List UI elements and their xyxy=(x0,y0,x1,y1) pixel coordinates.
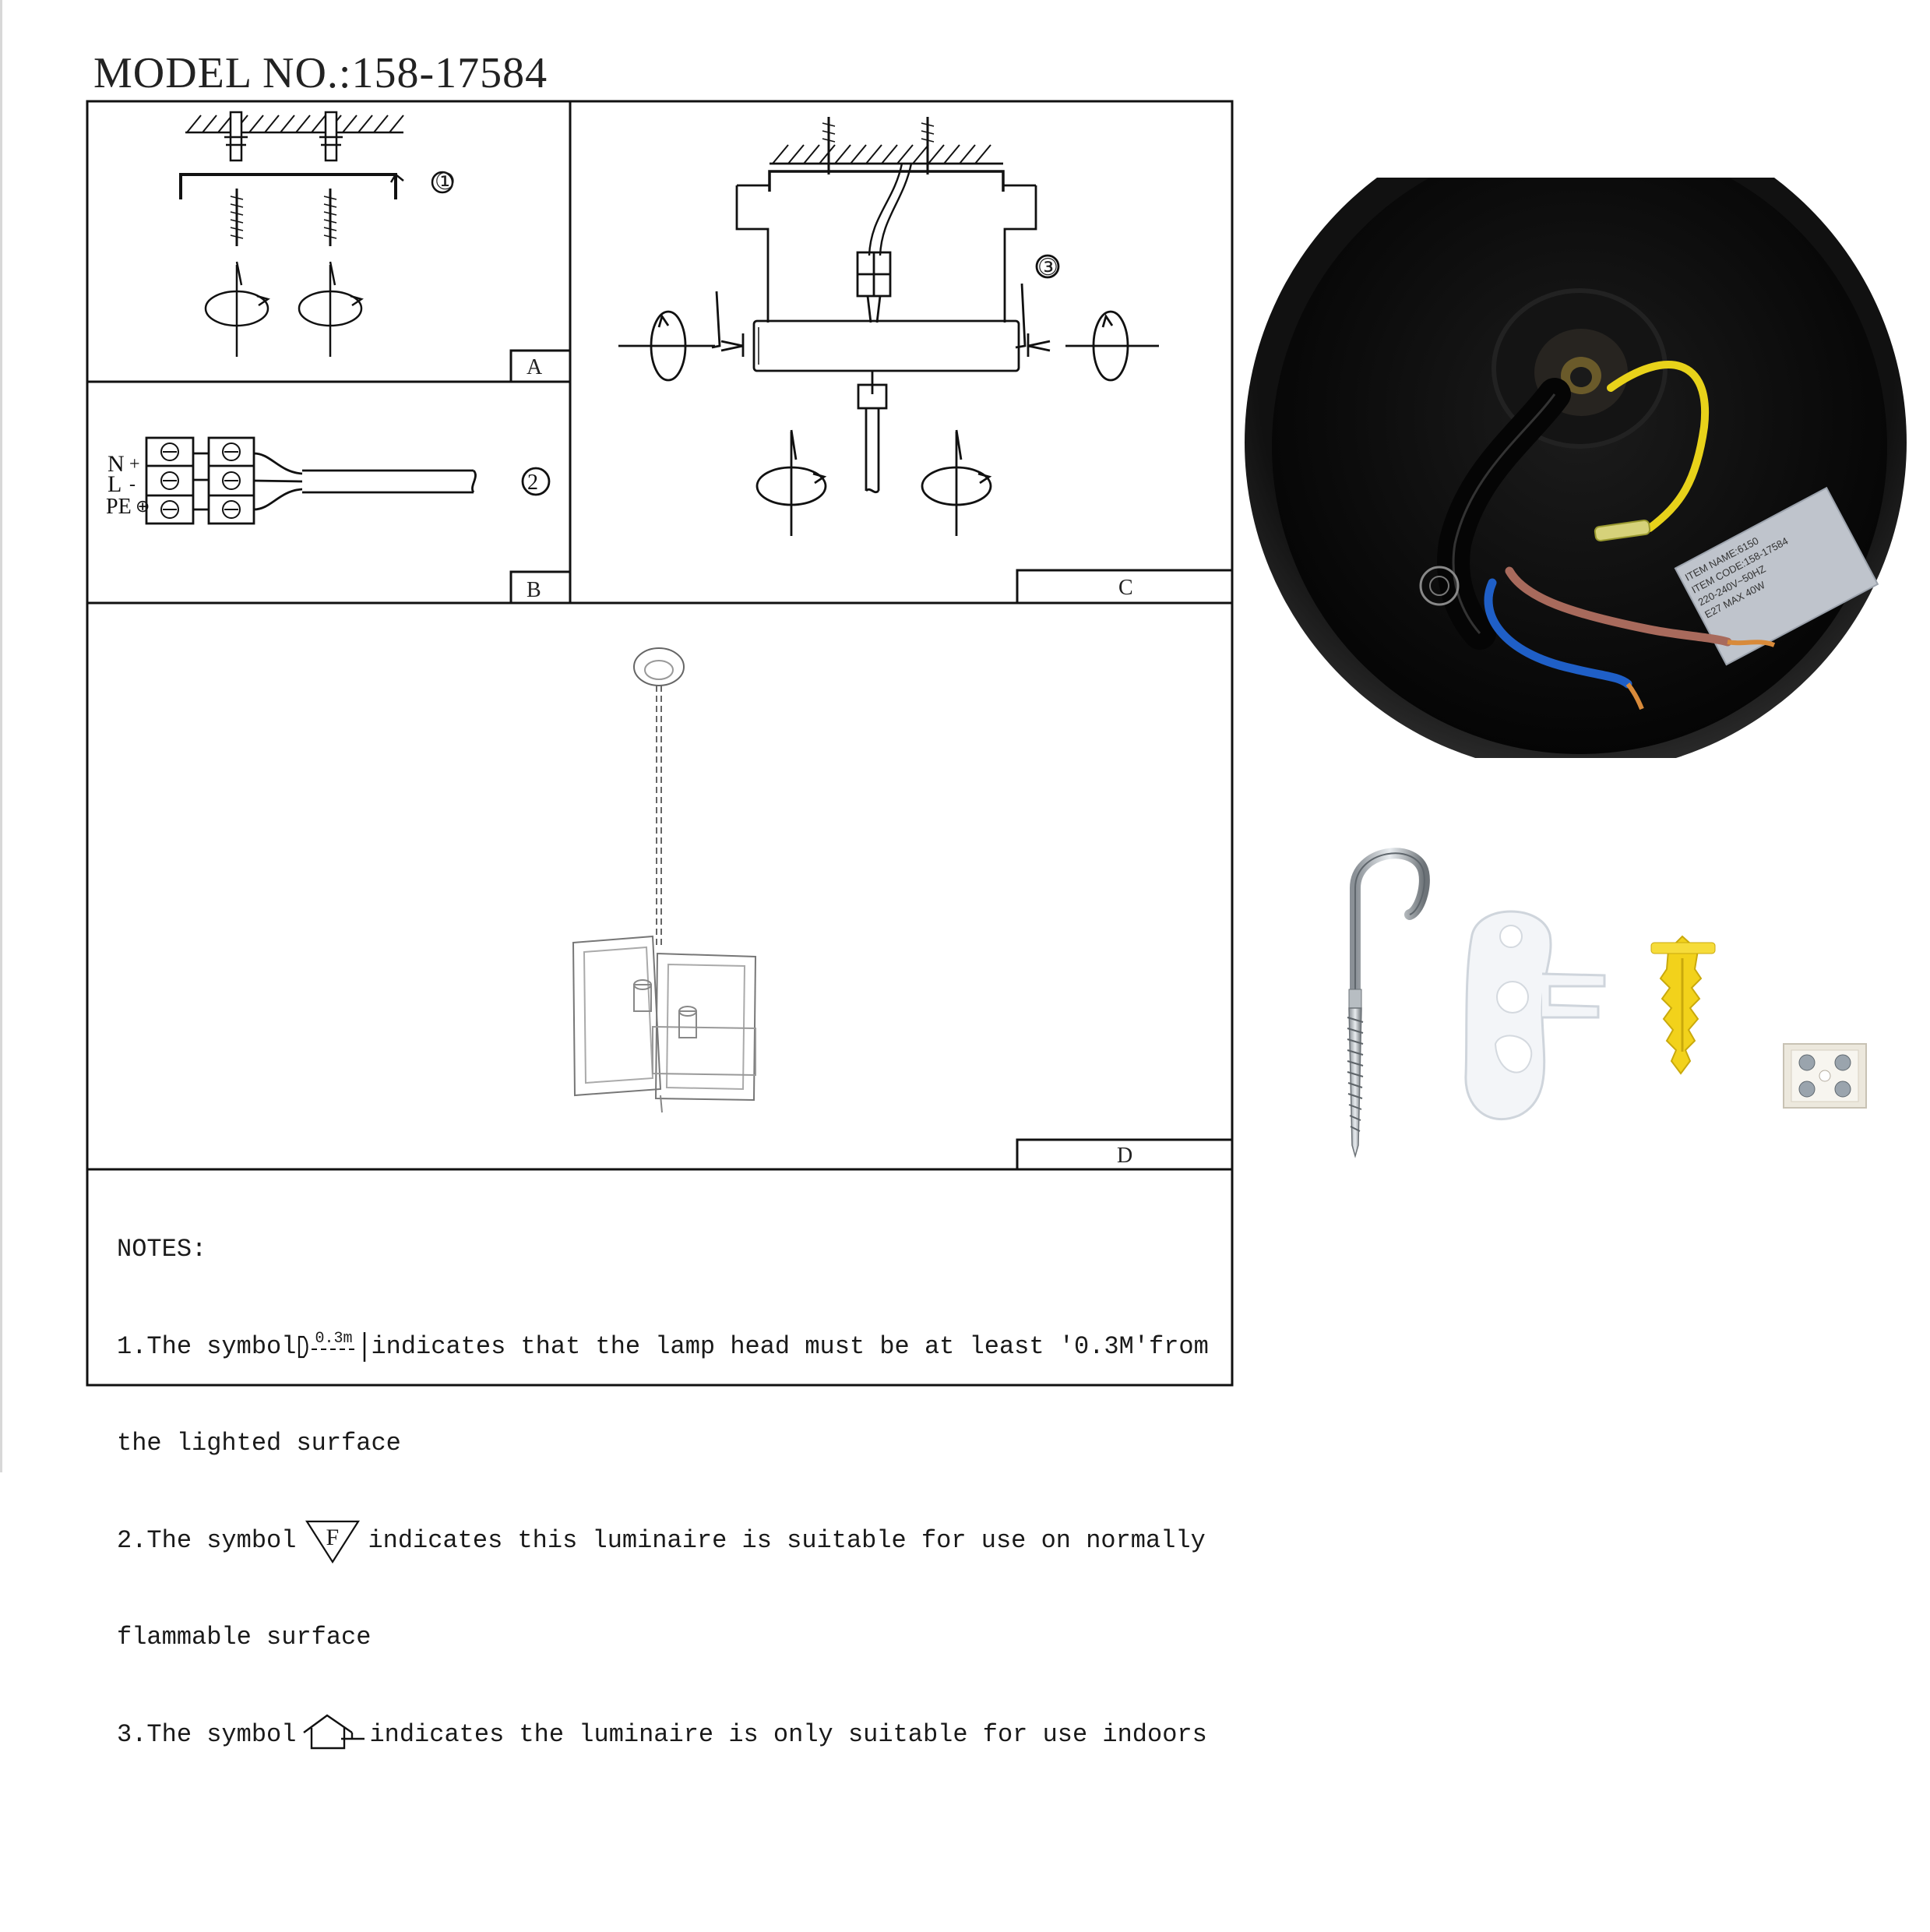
label-box-c xyxy=(1016,569,1234,605)
notes-section: NOTES: 1.The symbol 0.3m indicates that th… xyxy=(117,1169,1223,1783)
page-edge xyxy=(0,0,2,1472)
model-number-title: MODEL NO.:158-17584 xyxy=(93,48,548,98)
terminal-pe: PE xyxy=(106,495,132,519)
note-3-suffix: indicates the luminaire is only suitable… xyxy=(369,1719,1207,1749)
lamp-shade-interior-photo: ITEM NAME:6150 ITEM CODE:158-17584 220-2… xyxy=(1245,178,1907,758)
terminal-l-sign: - xyxy=(129,474,136,495)
terminal-l: L xyxy=(107,471,122,497)
wire-blue xyxy=(1484,578,1632,689)
panel-a-label: A xyxy=(527,355,543,379)
hardware-parts-photo xyxy=(1347,848,1867,1158)
indoor-use-house-icon xyxy=(296,1714,369,1750)
note-2-line2: flammable surface xyxy=(117,1623,372,1652)
model-label: MODEL NO. xyxy=(93,49,339,97)
label-box-b xyxy=(509,570,572,605)
note-3: 3.The symbol indicates the luminaire is o… xyxy=(117,1714,1223,1751)
wire-yellow xyxy=(1607,361,1710,532)
panel-c-step: ③ xyxy=(1037,255,1058,280)
diagram-outer-border xyxy=(86,100,1234,1387)
terminal-block xyxy=(1783,1043,1867,1109)
note-1: 1.The symbol 0.3m indicates that the lamp … xyxy=(117,1330,1223,1363)
panel-b-drawing xyxy=(145,436,551,525)
step-2-number: 2 xyxy=(527,471,538,495)
note-1-prefix: 1.The symbol xyxy=(117,1331,297,1361)
flammable-symbol-text: F xyxy=(326,1524,340,1550)
label-box-a xyxy=(509,349,572,383)
panel-c-drawing xyxy=(618,117,1159,536)
instruction-diagram: N + L - PE ⊕ 2 xyxy=(86,100,1234,1387)
flammable-surface-symbol-icon: F xyxy=(296,1520,368,1564)
panel-c-label: C xyxy=(1118,576,1133,600)
terminal-pe-sign: ⊕ xyxy=(136,496,150,516)
note-1-suffix: indicates that the lamp head must be at … xyxy=(371,1331,1209,1361)
model-number: :158-17584 xyxy=(338,49,548,97)
note-2-prefix: 2.The symbol xyxy=(117,1525,297,1555)
note-2-suffix: indicates this luminaire is suitable for… xyxy=(368,1525,1206,1555)
hook-screw xyxy=(1347,848,1430,1158)
terminal-n-sign: + xyxy=(129,454,140,474)
label-box-d xyxy=(1016,1138,1234,1171)
plastic-spacer xyxy=(1464,910,1606,1120)
panel-d-drawing xyxy=(572,647,757,1113)
distance-symbol-text: 0.3m xyxy=(315,1329,353,1348)
notes-heading: NOTES: xyxy=(117,1235,207,1264)
note-1-line2: the lighted surface xyxy=(117,1429,401,1458)
panel-d-label: D xyxy=(1117,1144,1133,1168)
panel-a-drawing xyxy=(179,111,454,357)
distance-symbol-icon: 0.3m xyxy=(296,1330,371,1362)
panel-a-step: ① xyxy=(435,169,456,195)
terminal-n: N xyxy=(107,451,125,477)
wire-brown xyxy=(1505,566,1732,647)
wall-anchor xyxy=(1650,935,1716,1075)
note-3-prefix: 3.The symbol xyxy=(117,1719,297,1749)
panel-b-label: B xyxy=(527,578,541,602)
